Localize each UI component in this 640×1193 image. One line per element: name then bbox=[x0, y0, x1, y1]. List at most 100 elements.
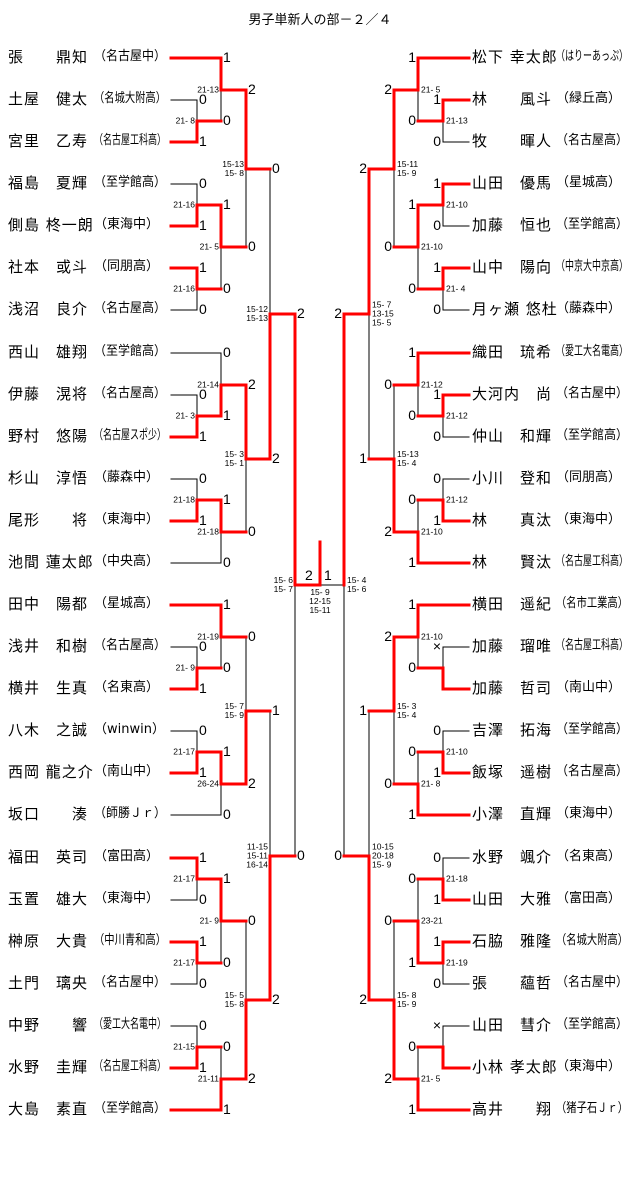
match-score: 21-16 bbox=[173, 200, 195, 210]
match-result-label: 0 bbox=[223, 280, 231, 296]
player-name: 土門 璃央 bbox=[8, 974, 89, 992]
match-result-label: 0 bbox=[408, 659, 416, 675]
score-line: 15- 4 bbox=[347, 575, 367, 585]
player-name: 山田 彗介 bbox=[472, 1016, 553, 1034]
match-result-label: 1 bbox=[199, 680, 207, 696]
score-line: 21-10 bbox=[421, 241, 443, 252]
player-name: 飯塚 遥樹 bbox=[472, 763, 553, 781]
score-line: 21-18 bbox=[197, 526, 219, 537]
player-school: （至学館高） bbox=[556, 722, 629, 737]
player-school: （富田高） bbox=[556, 891, 622, 906]
match-score: 21- 8 bbox=[176, 116, 195, 126]
score-line: 21-17 bbox=[173, 746, 195, 757]
score-line: 21-18 bbox=[173, 494, 195, 505]
player-name: 榊原 大貴 bbox=[8, 932, 89, 950]
player-school: （愛工大名電高） bbox=[556, 344, 628, 359]
score-line: 20-18 bbox=[372, 850, 394, 861]
match-result-label: 0 bbox=[433, 470, 441, 486]
player-name: 山中 陽向 bbox=[472, 258, 553, 276]
score-line: 21-14 bbox=[197, 379, 219, 390]
score-line: 15- 7 bbox=[372, 299, 392, 310]
score-line: 15- 9 bbox=[397, 999, 417, 1009]
match-score: 21-15 bbox=[173, 1042, 195, 1052]
score-line: 21-12 bbox=[421, 379, 443, 390]
player-school: （名古屋工科高） bbox=[556, 554, 628, 569]
match-result-label: 2 bbox=[384, 81, 392, 97]
player-name: 月ヶ瀬 悠杜 bbox=[472, 300, 558, 318]
score-line: 13-15 bbox=[372, 308, 394, 319]
score-line: 21- 9 bbox=[199, 915, 219, 926]
match-score: 21-19 bbox=[197, 632, 219, 642]
player-school: （至学館高） bbox=[556, 217, 629, 232]
player-school: （名古屋スポ少） bbox=[94, 428, 166, 443]
player-school: （至学館高） bbox=[94, 1101, 167, 1116]
match-result-label: 0 bbox=[199, 386, 207, 402]
player-name: 小澤 直輝 bbox=[472, 805, 553, 823]
match-score: 21- 5 bbox=[421, 85, 440, 95]
match-score: 21- 5 bbox=[421, 1074, 440, 1084]
match-result-label: 1 bbox=[359, 702, 367, 718]
match-result-label: 1 bbox=[433, 764, 441, 780]
match-result-label: 1 bbox=[433, 175, 441, 191]
match-result-label: 0 bbox=[408, 491, 416, 507]
match-result-label: 1 bbox=[408, 806, 416, 822]
match-result-label: 1 bbox=[223, 596, 231, 612]
player-name: 杉山 淳悟 bbox=[8, 469, 89, 487]
score-line: 15- 8 bbox=[397, 990, 417, 1000]
player-name: 福島 夏輝 bbox=[8, 174, 89, 192]
player-name: 石脇 雅隆 bbox=[472, 932, 553, 950]
match-result-label: 0 bbox=[199, 975, 207, 991]
match-result-label: 1 bbox=[433, 891, 441, 907]
match-result-label: 0 bbox=[272, 160, 280, 176]
player-school: （名古屋中） bbox=[556, 975, 629, 990]
player-school: （winwin） bbox=[94, 722, 165, 737]
player-school: （藤森中） bbox=[94, 470, 160, 485]
player-school: （富田高） bbox=[94, 849, 160, 864]
player-school: （名城大附高） bbox=[94, 91, 166, 106]
score-line: 10-15 bbox=[372, 841, 394, 852]
player-school: （東海中） bbox=[556, 512, 622, 527]
match-result-label: 0 bbox=[433, 133, 441, 149]
player-name: 吉澤 拓海 bbox=[472, 721, 553, 739]
player-school: （中央高） bbox=[94, 554, 160, 569]
match-result-label: 0 bbox=[433, 975, 441, 991]
player-school: （至学館高） bbox=[556, 1017, 629, 1032]
player-name: 伊藤 滉将 bbox=[8, 385, 89, 403]
score-line: 15- 6 bbox=[347, 584, 367, 594]
player-school: （名古屋中） bbox=[556, 386, 629, 401]
match-result-label: 1 bbox=[359, 450, 367, 466]
player-name: 坂口 湊 bbox=[8, 805, 89, 823]
player-name: 山田 優馬 bbox=[472, 174, 553, 192]
score-line: 15-11 bbox=[309, 605, 331, 615]
player-name: 加藤 瑠唯 bbox=[472, 637, 553, 655]
score-line: 15- 7 bbox=[273, 584, 293, 594]
player-school: （名古屋工科高） bbox=[556, 638, 628, 653]
match-result-label: 1 bbox=[199, 933, 207, 949]
match-result-label: 1 bbox=[223, 743, 231, 759]
match-result-label: 0 bbox=[199, 638, 207, 654]
player-name: 高井 翔 bbox=[472, 1100, 553, 1118]
score-line: 15- 6 bbox=[273, 575, 293, 585]
player-school: （名古屋高） bbox=[94, 386, 167, 401]
match-result-label: 0 bbox=[433, 428, 441, 444]
player-school: （南山中） bbox=[94, 764, 160, 779]
match-result-label: 2 bbox=[359, 991, 367, 1007]
match-score: 21-19 bbox=[446, 958, 468, 968]
match-score: 21-13 bbox=[197, 85, 219, 95]
match-result-label: 1 bbox=[223, 407, 231, 423]
score-line: 21-11 bbox=[197, 1073, 219, 1084]
match-result-label: 0 bbox=[408, 870, 416, 886]
match-result-label: 2 bbox=[248, 376, 256, 392]
player-school: （星城高） bbox=[556, 175, 622, 190]
match-result-label: 0 bbox=[199, 175, 207, 191]
match-score: 21-10 bbox=[421, 632, 443, 642]
match-result-label: 0 bbox=[408, 280, 416, 296]
player-name: 浅井 和樹 bbox=[8, 637, 89, 655]
score-line: 15-12 bbox=[246, 304, 268, 314]
